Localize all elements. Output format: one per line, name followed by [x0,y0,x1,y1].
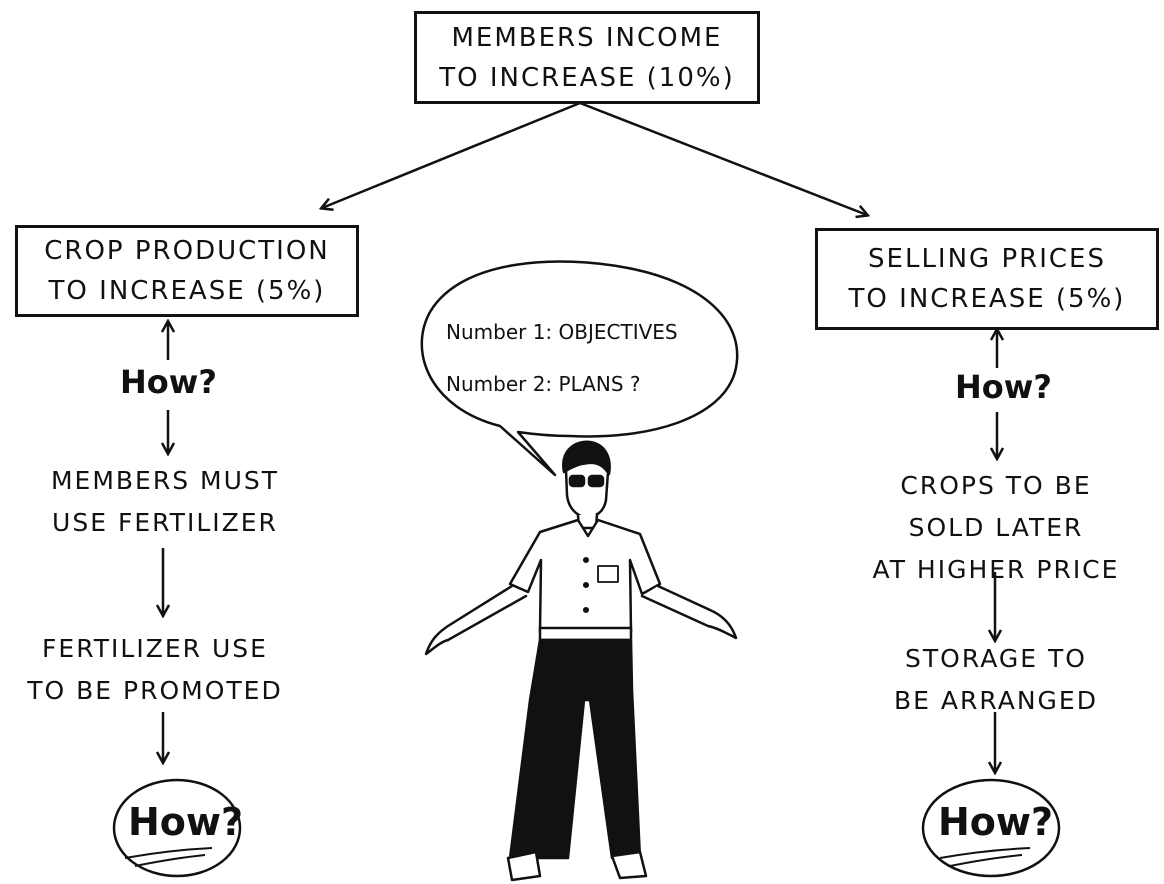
right-step-2-line2: BE ARRANGED [894,686,1098,715]
figure-pocket [597,565,619,583]
left-step-1-line1: MEMBERS MUST [50,466,280,495]
crop-production-line2: TO INCREASE (5%) [48,276,326,306]
left-oval-label: How? [128,800,244,844]
left-how-label: How? [120,363,217,401]
figure-belt [538,626,633,642]
right-oval-underline [939,847,1031,867]
figure-arm-left [424,584,528,656]
speech-bubble [420,260,739,477]
selling-prices-line1: SELLING PRICES [868,244,1106,274]
right-step-1-line1: CROPS TO BE [900,471,1092,500]
left-oval [112,778,242,878]
figure-glasses-right [587,474,605,488]
right-step-2-line1: STORAGE TO [905,644,1087,673]
left-step-1-line2: USE FERTILIZER [52,508,278,537]
figure-shoe-right [610,850,648,880]
right-how-label: How? [955,368,1052,406]
left-oval-underline [124,847,213,867]
arrow-top-to-left [322,101,581,208]
right-step-1-line3: AT HIGHER PRICE [872,555,1120,584]
right-oval-label: How? [938,800,1054,844]
man-figure [424,440,738,882]
left-step-2: FERTILIZER USE TO BE PROMOTED [0,628,310,712]
selling-prices-line2: TO INCREASE (5%) [848,284,1126,314]
crop-production-box: CROP PRODUCTION TO INCREASE (5%) [15,225,359,317]
figure-arm-right [640,584,738,640]
left-step-1: MEMBERS MUST USE FERTILIZER [5,460,325,544]
crop-production-line1: CROP PRODUCTION [44,236,330,266]
figure-trousers [508,638,642,860]
right-oval [921,778,1061,878]
arrow-top-to-right [579,101,867,215]
left-step-2-line2: TO BE PROMOTED [27,676,283,705]
selling-prices-box: SELLING PRICES TO INCREASE (5%) [815,228,1159,330]
top-goal-line2: TO INCREASE (10%) [439,62,735,93]
speech-bubble-line1: Number 1: OBJECTIVES [446,320,678,344]
top-goal-box: MEMBERS INCOME TO INCREASE (10%) [414,11,760,104]
figure-shoe-left [506,850,542,882]
right-step-1-line2: SOLD LATER [908,513,1084,542]
right-step-1: CROPS TO BE SOLD LATER AT HIGHER PRICE [836,465,1156,591]
figure-hair [562,440,611,476]
right-step-2: STORAGE TO BE ARRANGED [836,638,1156,722]
figure-glasses-left [568,474,586,488]
top-goal-line1: MEMBERS INCOME [451,22,723,53]
figure-shirt [508,518,662,634]
speech-bubble-line2: Number 2: PLANS ? [446,372,641,396]
left-step-2-line1: FERTILIZER USE [42,634,268,663]
